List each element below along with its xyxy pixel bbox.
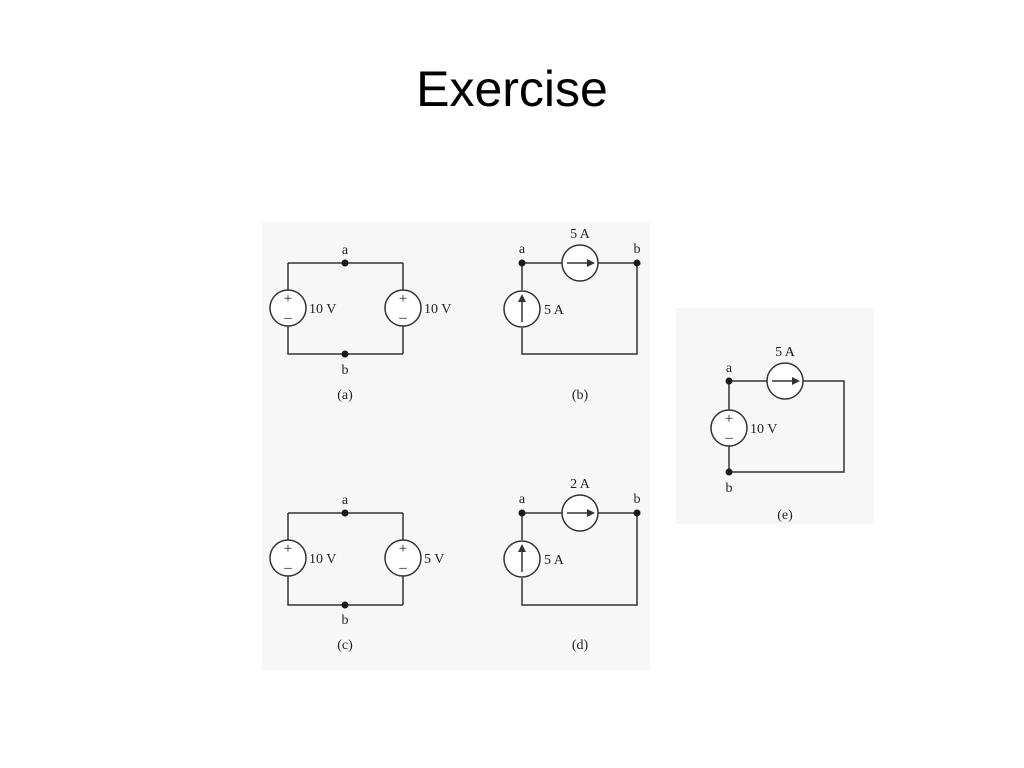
- node-b: [633, 509, 641, 517]
- minus-sign: –: [398, 560, 407, 576]
- caption-d: (d): [572, 638, 589, 653]
- caption-b: (b): [572, 388, 589, 403]
- caption-c: (c): [337, 638, 353, 653]
- minus-sign: –: [283, 310, 292, 326]
- voltage-source-right: [384, 289, 422, 327]
- source-value-left: 10 V: [309, 552, 336, 567]
- node-label-a: a: [519, 242, 526, 257]
- voltage-source-right: [384, 539, 422, 577]
- source-value-right: 5 V: [424, 552, 444, 567]
- circuit-d: a b 2 A 5 A (d): [503, 477, 641, 653]
- source-value-left: 10 V: [750, 422, 777, 437]
- minus-sign: –: [724, 430, 733, 446]
- node-a: [341, 259, 349, 267]
- plus-sign: +: [725, 411, 733, 427]
- slide-title: Exercise: [416, 61, 608, 117]
- minus-sign: –: [283, 560, 292, 576]
- plus-sign: +: [399, 291, 407, 307]
- node-label-b: b: [726, 481, 733, 496]
- node-b: [725, 468, 733, 476]
- node-label-a: a: [726, 361, 733, 376]
- node-a: [518, 509, 526, 517]
- caption-a: (a): [337, 388, 353, 403]
- voltage-source-left: [269, 539, 307, 577]
- node-label-a: a: [342, 243, 349, 258]
- node-a: [341, 509, 349, 517]
- source-value-left: 5 A: [544, 553, 565, 568]
- node-b: [633, 259, 641, 267]
- voltage-source-left: [710, 409, 748, 447]
- node-label-b: b: [634, 242, 641, 257]
- node-a: [518, 259, 526, 267]
- source-value-right: 10 V: [424, 302, 451, 317]
- node-label-b: b: [634, 492, 641, 507]
- node-label-a: a: [342, 493, 349, 508]
- plus-sign: +: [284, 291, 292, 307]
- source-value-top: 5 A: [775, 345, 796, 360]
- caption-e: (e): [777, 508, 793, 523]
- voltage-source-left: [269, 289, 307, 327]
- plus-sign: +: [284, 541, 292, 557]
- node-label-a: a: [519, 492, 526, 507]
- minus-sign: –: [398, 310, 407, 326]
- figure-panel: [262, 222, 650, 670]
- circuit-a: + – + – a b 10 V 10 V (a): [269, 243, 451, 403]
- source-value-top: 2 A: [570, 477, 591, 492]
- source-value-left: 10 V: [309, 302, 336, 317]
- circuit-e: + – a b 5 A 10 V (e): [710, 345, 845, 523]
- node-b: [341, 601, 349, 609]
- source-value-top: 5 A: [570, 227, 591, 242]
- node-label-b: b: [342, 613, 349, 628]
- source-value-left: 5 A: [544, 303, 565, 318]
- node-b: [341, 350, 349, 358]
- node-label-b: b: [342, 363, 349, 378]
- plus-sign: +: [399, 541, 407, 557]
- figure-panel-e: [676, 308, 874, 524]
- circuit-c: + – + – a b 10 V 5 V (c): [269, 493, 444, 653]
- circuit-b: a b 5 A 5 A (b): [503, 227, 641, 403]
- node-a: [725, 377, 733, 385]
